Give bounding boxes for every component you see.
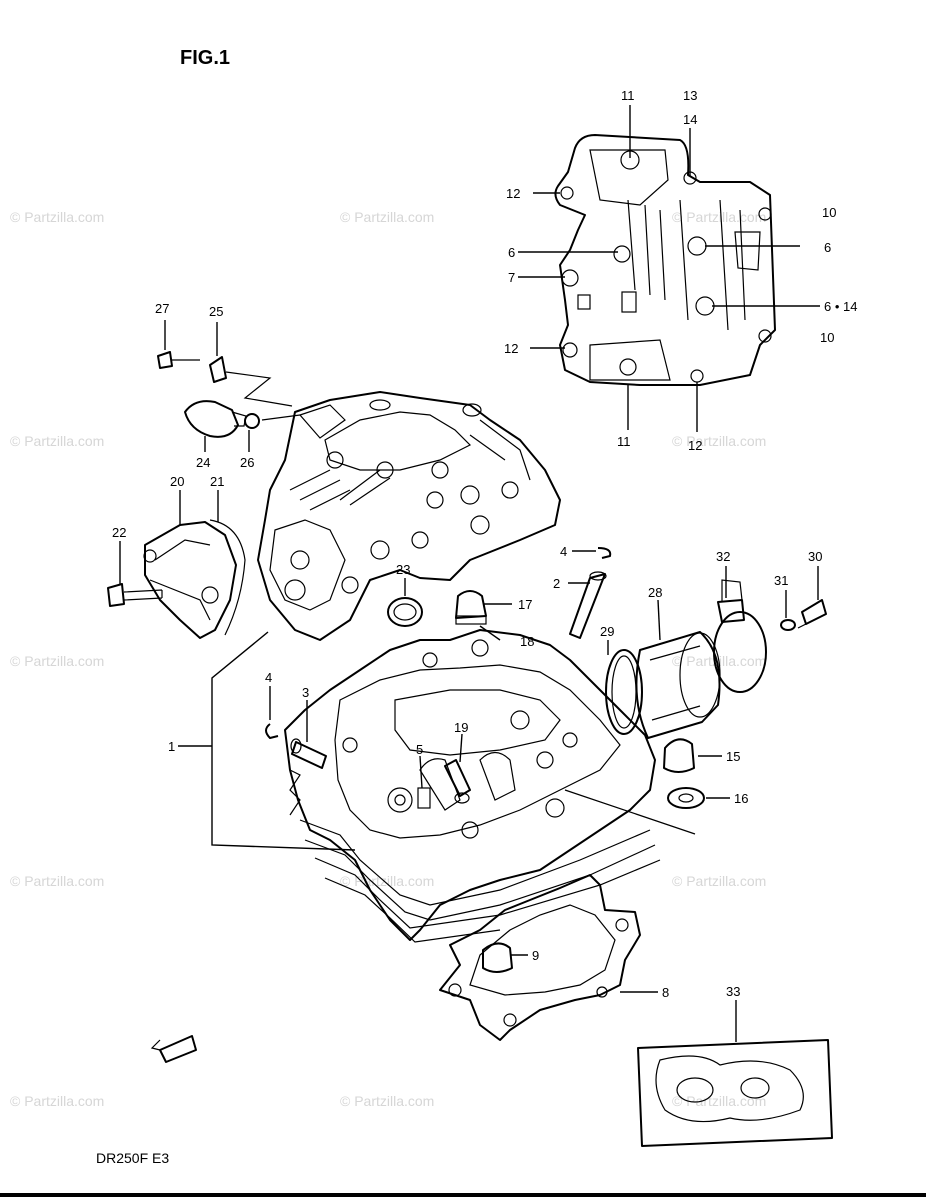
fwd-arrow-icon	[150, 1035, 197, 1063]
callout-32: 32	[716, 549, 730, 564]
callout-3: 3	[302, 685, 309, 700]
callout-10: 10	[822, 205, 836, 220]
callout-20: 20	[170, 474, 184, 489]
watermark: © Partzilla.com	[340, 873, 434, 889]
callout-31: 31	[774, 573, 788, 588]
side-cover-drawing	[107, 519, 246, 639]
callout-1: 1	[168, 739, 175, 754]
upper-small-parts	[157, 351, 301, 438]
callout-22: 22	[112, 525, 126, 540]
gasket-set-drawing	[637, 1039, 833, 1147]
watermark: © Partzilla.com	[672, 873, 766, 889]
callout-17: 17	[518, 597, 532, 612]
gasket-drawing	[439, 874, 641, 1041]
watermark: © Partzilla.com	[10, 653, 104, 669]
valve-parts	[265, 547, 705, 835]
callout-5: 5	[416, 742, 423, 757]
callout-labels: 11 13 14 12 10 6 6 7 6 • 14 12 10 11 12 …	[112, 88, 857, 1000]
callout-13: 13	[683, 88, 697, 103]
watermark: © Partzilla.com	[10, 209, 104, 225]
callout-12: 12	[688, 438, 702, 453]
watermark: © Partzilla.com	[10, 873, 104, 889]
callout-4: 4	[560, 544, 567, 559]
callout-6-14: 6 • 14	[824, 299, 857, 314]
model-code: DR250F E3	[96, 1150, 169, 1166]
watermark: © Partzilla.com	[340, 209, 434, 225]
watermark: © Partzilla.com	[672, 1093, 766, 1109]
callout-23: 23	[396, 562, 410, 577]
callout-7: 7	[508, 270, 515, 285]
callout-9: 9	[532, 948, 539, 963]
callout-2: 2	[553, 576, 560, 591]
callout-28: 28	[648, 585, 662, 600]
camshaft-holder-drawing	[257, 391, 561, 641]
callout-15: 15	[726, 749, 740, 764]
watermark: © Partzilla.com	[672, 433, 766, 449]
figure-title: FIG.1	[180, 47, 230, 69]
watermark: © Partzilla.com	[10, 1093, 104, 1109]
leader-lines	[119, 105, 820, 1042]
watermark: © Partzilla.com	[672, 209, 766, 225]
callout-12: 12	[504, 341, 518, 356]
intake-parts	[605, 579, 827, 739]
callout-26: 26	[240, 455, 254, 470]
callout-29: 29	[600, 624, 614, 639]
callout-30: 30	[808, 549, 822, 564]
callout-33: 33	[726, 984, 740, 999]
cylinder-head-cover-drawing	[554, 134, 776, 386]
callout-12: 12	[506, 186, 520, 201]
callout-6: 6	[824, 240, 831, 255]
callout-14: 14	[683, 112, 697, 127]
callout-18: 18	[520, 634, 534, 649]
watermark: © Partzilla.com	[340, 1093, 434, 1109]
callout-25: 25	[209, 304, 223, 319]
callout-4: 4	[265, 670, 272, 685]
callout-8: 8	[662, 985, 669, 1000]
callout-6: 6	[508, 245, 515, 260]
callout-19: 19	[454, 720, 468, 735]
callout-21: 21	[210, 474, 224, 489]
watermark: © Partzilla.com	[10, 433, 104, 449]
callout-10: 10	[820, 330, 834, 345]
callout-11: 11	[621, 88, 635, 103]
cylinder-head-drawing	[284, 629, 661, 943]
bracket-leader	[211, 631, 356, 851]
callout-16: 16	[734, 791, 748, 806]
callout-24: 24	[196, 455, 210, 470]
callout-27: 27	[155, 301, 169, 316]
callout-11: 11	[617, 434, 631, 449]
